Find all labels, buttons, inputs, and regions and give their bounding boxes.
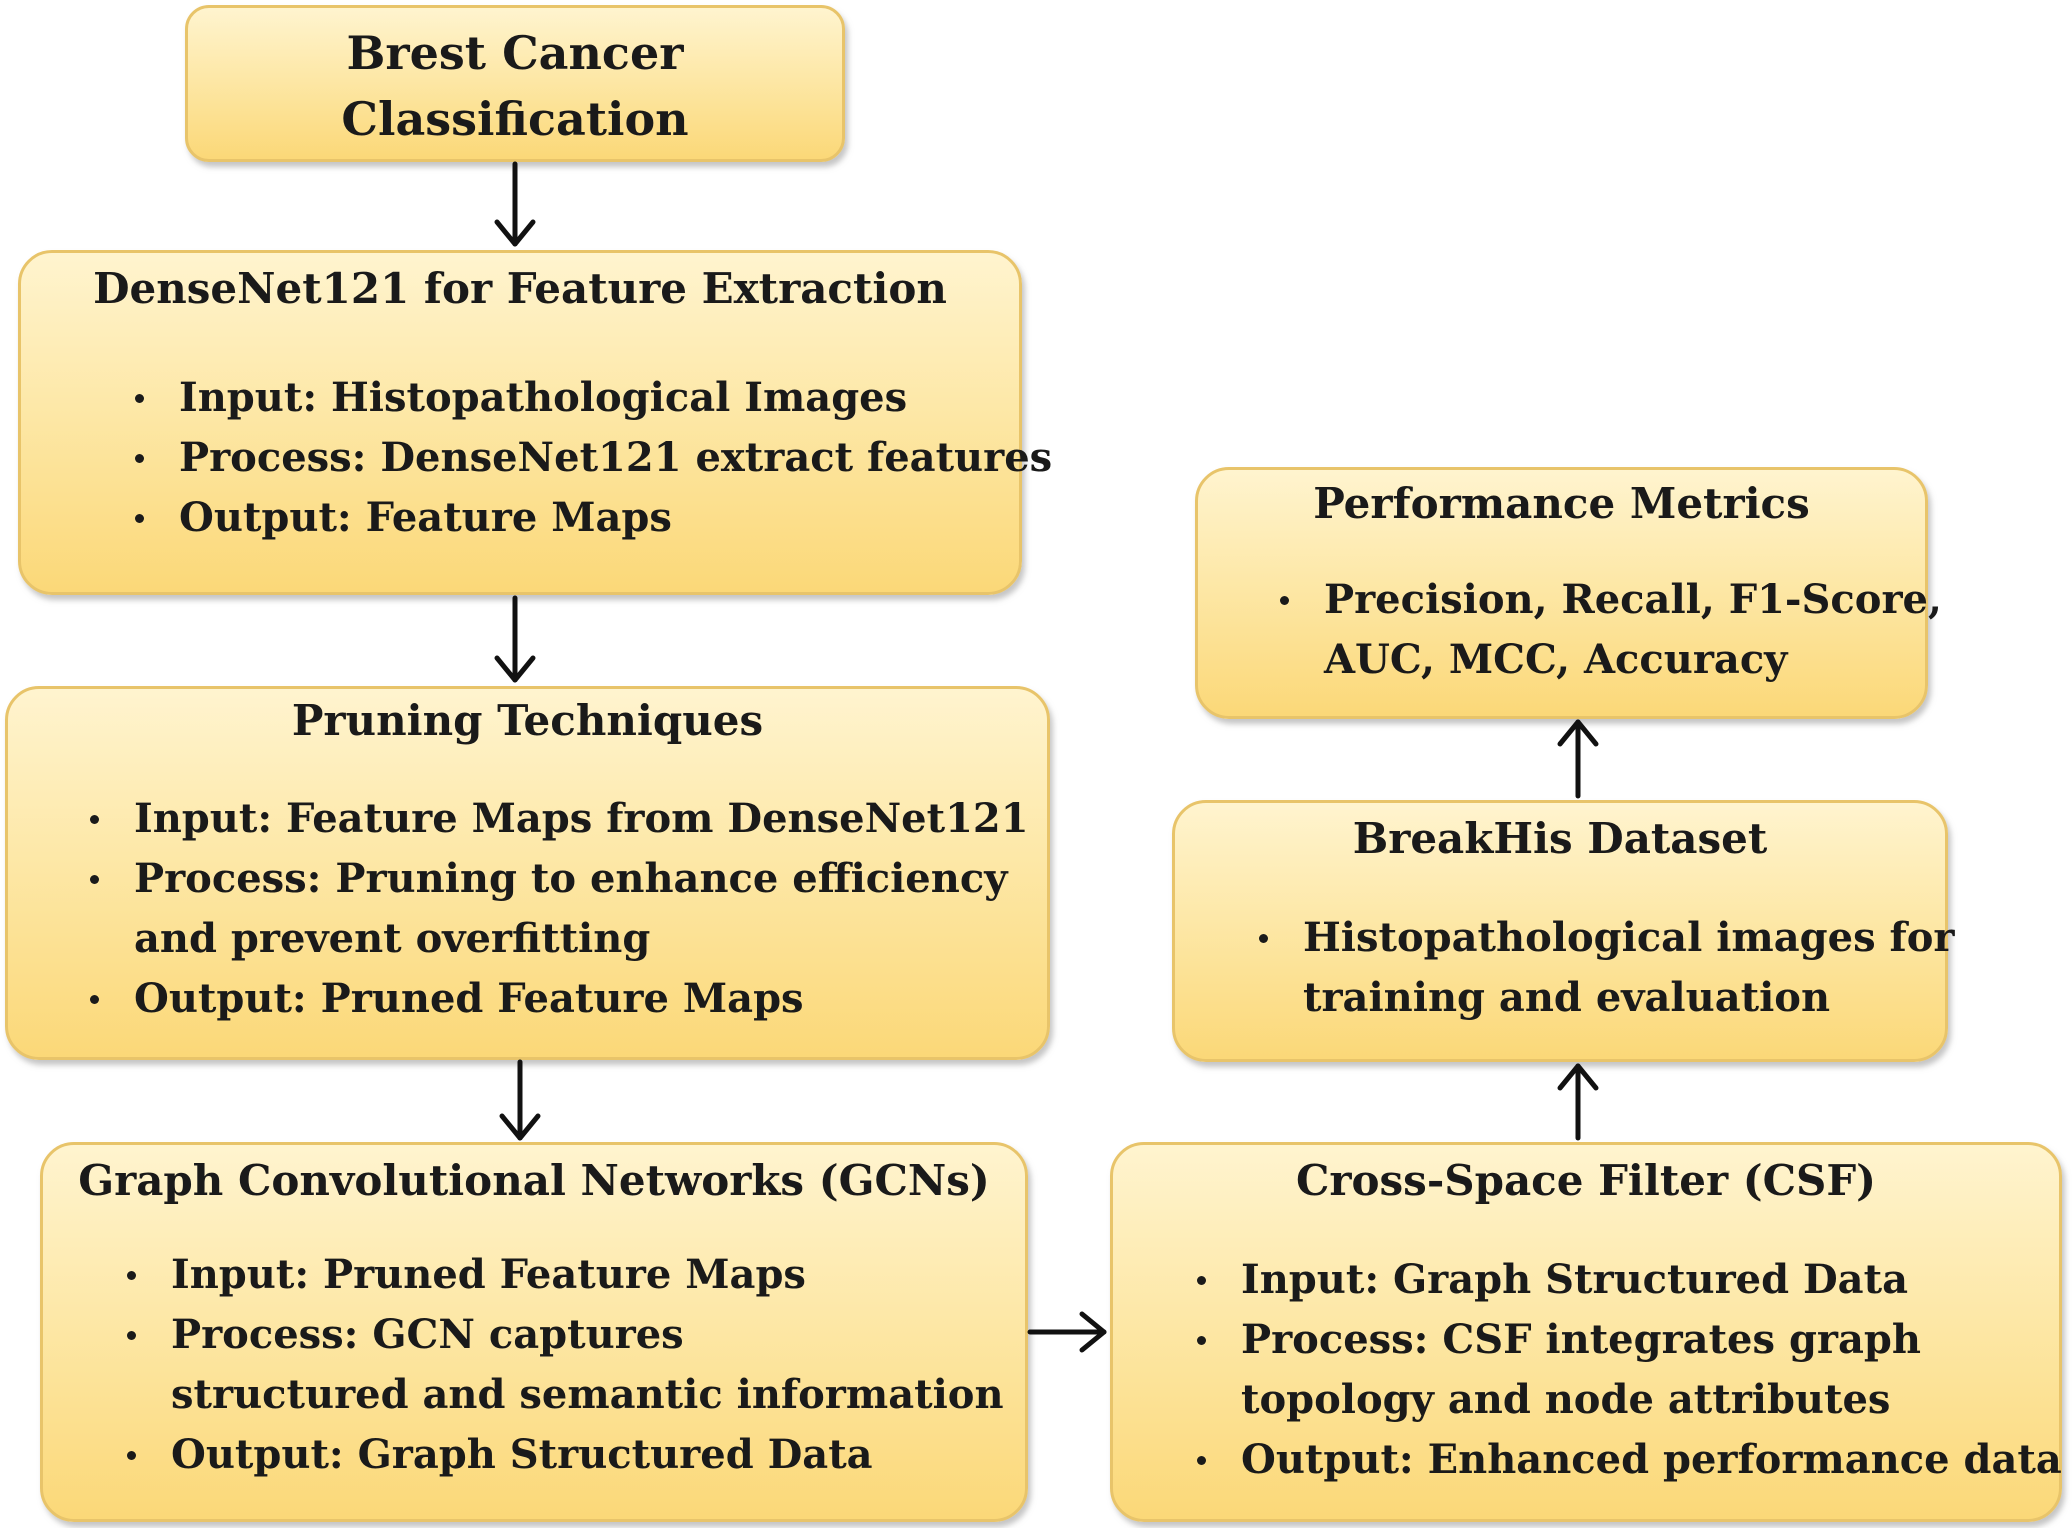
node-title: Brest Cancer Classification [188, 20, 842, 152]
bullet-item: Process: Pruning to enhance efficiency [90, 849, 1029, 909]
bullet-item: Output: Graph Structured Data [127, 1425, 1004, 1485]
node-performance-metrics: Performance Metrics Precision, Recall, F… [1195, 467, 1942, 719]
bullet-item: Process: GCN captures [127, 1305, 1004, 1365]
node-cross-space-filter: Cross-Space Filter (CSF) Input: Graph St… [1110, 1142, 2062, 1522]
bullet-item-continuation: AUC, MCC, Accuracy [1324, 636, 1788, 683]
node-title: Pruning Techniques [291, 696, 764, 745]
node-title: Performance Metrics [1313, 479, 1810, 528]
node-title-line-2: Classification [341, 92, 689, 146]
bullet-item: Input: Pruned Feature Maps [127, 1245, 1004, 1305]
arrow-up-csf-to-breakhis [1557, 1063, 1599, 1141]
node-title: Cross-Space Filter (CSF) [1295, 1156, 1877, 1205]
bullet-item: Output: Feature Maps [134, 488, 1052, 548]
node-title: Graph Convolutional Networks (GCNs) [78, 1156, 990, 1205]
node-brest-cancer-classification: Brest Cancer Classification [185, 5, 845, 162]
bullet-item-continuation: and prevent overfitting [134, 915, 651, 962]
arrow-up-breakhis-to-metrics [1557, 719, 1599, 799]
node-bullet-list: Histopathological images for training an… [1258, 908, 1954, 1028]
bullet-item: Input: Histopathological Images [134, 368, 1052, 428]
bullet-item: Histopathological images for [1258, 908, 1954, 968]
node-title: DenseNet121 for Feature Extraction [93, 264, 947, 313]
bullet-item: Input: Graph Structured Data [1197, 1250, 2062, 1310]
node-bullet-list: Precision, Recall, F1-Score, AUC, MCC, A… [1280, 570, 1942, 690]
node-graph-convolutional-networks: Graph Convolutional Networks (GCNs) Inpu… [40, 1142, 1028, 1522]
arrow-down-densenet-to-pruning [494, 595, 536, 683]
bullet-item: Output: Pruned Feature Maps [90, 969, 1029, 1029]
node-bullet-list: Input: Graph Structured Data Process: CS… [1197, 1250, 2062, 1490]
node-bullet-list: Input: Histopathological Images Process:… [134, 368, 1052, 548]
bullet-item: Precision, Recall, F1-Score, [1280, 570, 1942, 630]
bullet-item-continuation: topology and node attributes [1241, 1376, 1891, 1423]
node-pruning-techniques: Pruning Techniques Input: Feature Maps f… [5, 686, 1050, 1060]
node-breakhis-dataset: BreakHis Dataset Histopathological image… [1172, 800, 1954, 1062]
node-bullet-list: Input: Feature Maps from DenseNet121 Pro… [90, 789, 1029, 1029]
node-densenet121-feature-extraction: DenseNet121 for Feature Extraction Input… [18, 250, 1052, 595]
node-bullet-list: Input: Pruned Feature Maps Process: GCN … [127, 1245, 1004, 1485]
bullet-item-continuation: structured and semantic information [171, 1371, 1004, 1418]
node-title-line-1: Brest Cancer [346, 26, 684, 80]
bullet-item: Input: Feature Maps from DenseNet121 [90, 789, 1029, 849]
node-title: BreakHis Dataset [1352, 814, 1768, 863]
arrow-down-pruning-to-gcn [499, 1059, 541, 1141]
bullet-item: Output: Enhanced performance data [1197, 1430, 2062, 1490]
arrow-down-title-to-densenet [494, 161, 536, 247]
bullet-item: Process: DenseNet121 extract features [134, 428, 1052, 488]
bullet-item: Process: CSF integrates graph [1197, 1310, 2062, 1370]
bullet-item-continuation: training and evaluation [1303, 974, 1831, 1021]
arrow-right-gcn-to-csf [1027, 1311, 1107, 1353]
